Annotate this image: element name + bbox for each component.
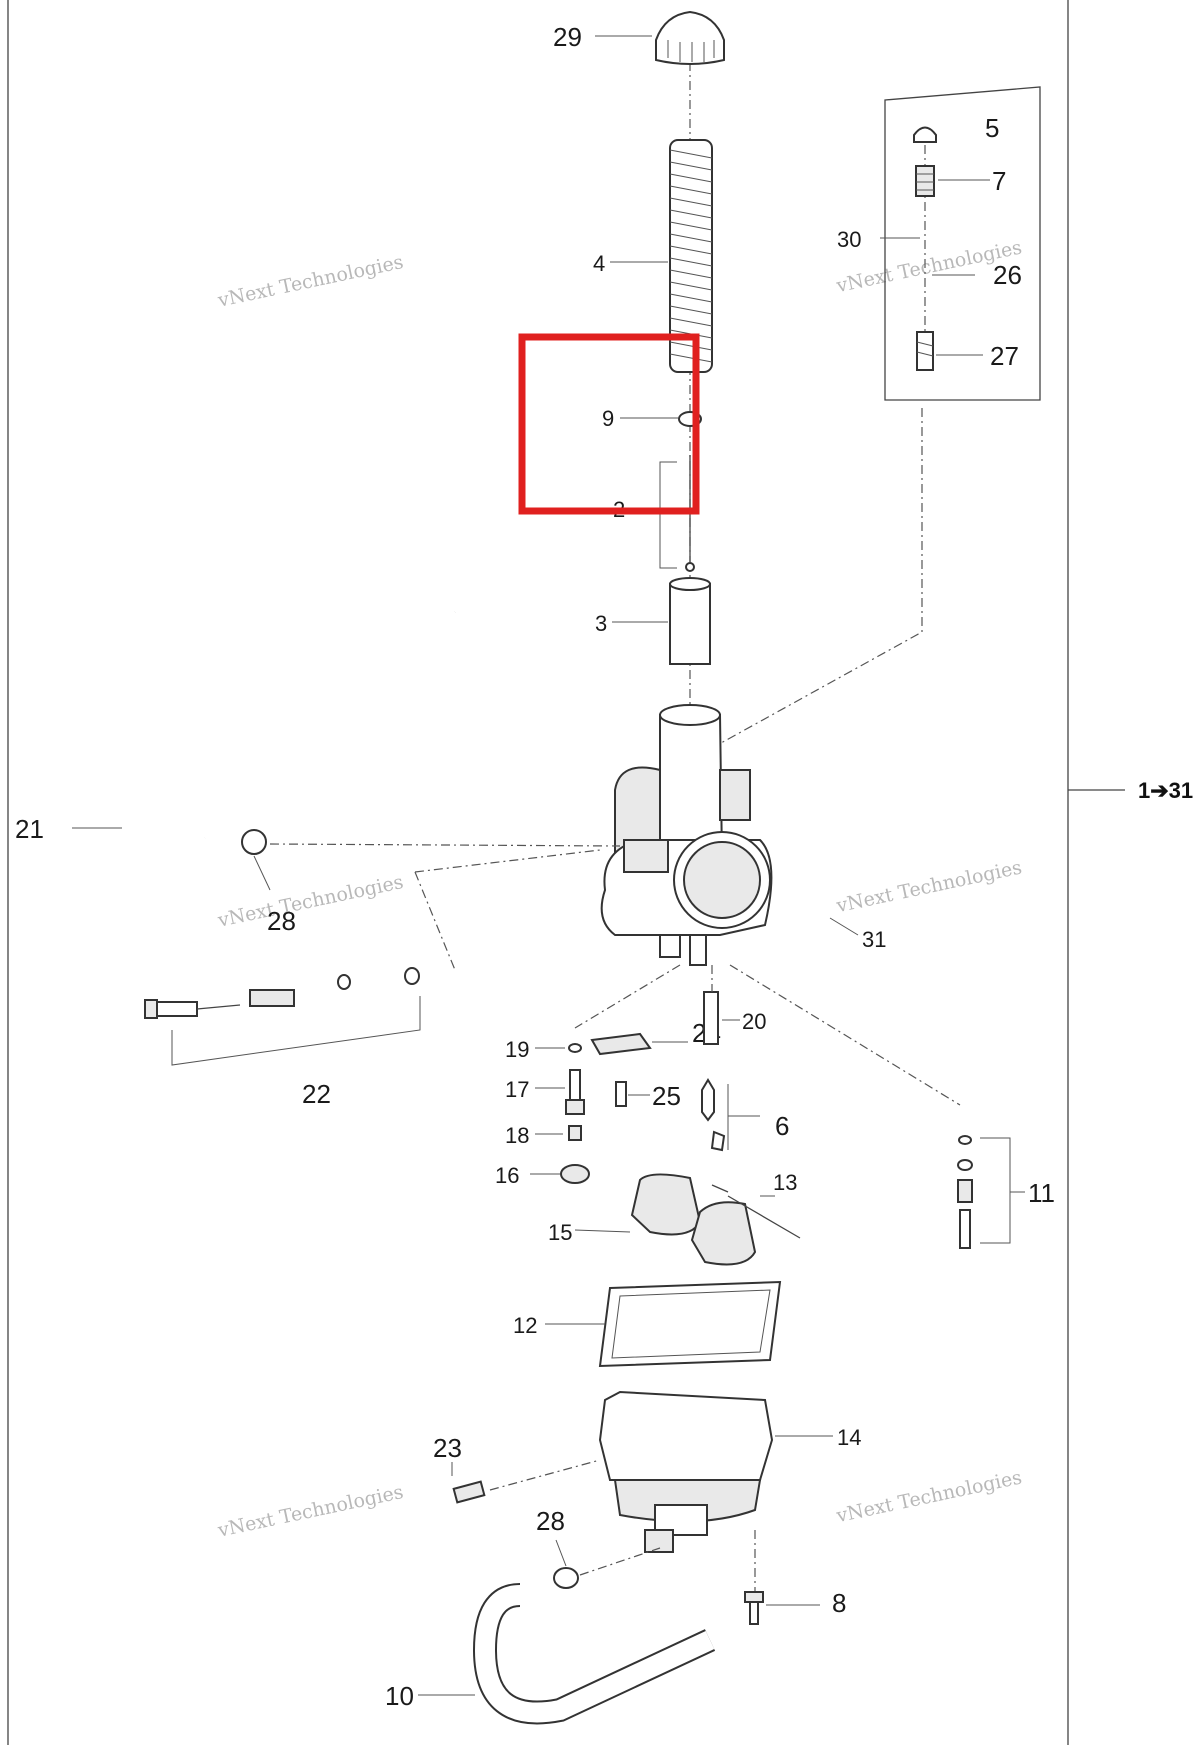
- part-drain-screw-23: [452, 1480, 486, 1504]
- callout-3: 3: [595, 611, 607, 636]
- part-pilot-screw-11: [957, 1135, 973, 1249]
- bracket-2: [659, 461, 677, 569]
- part-idle-screw-22: [144, 967, 420, 1019]
- watermark-1: vNext Technologies: [215, 251, 405, 312]
- idle-screw-link: [414, 849, 601, 971]
- part-float-bowl-14: [598, 1390, 774, 1553]
- bracket-6: [727, 1084, 760, 1150]
- part-spring: [669, 139, 713, 373]
- callout-18: 18: [505, 1123, 529, 1148]
- callout-9: 9: [602, 406, 614, 431]
- callout-11: 11: [1028, 1178, 1055, 1208]
- part-gasket-12-inner: [611, 1289, 771, 1359]
- part-jet-20: [703, 991, 719, 1045]
- part-jet-17: [565, 1069, 585, 1115]
- leader-15: [574, 1229, 631, 1233]
- part-float-pin-13: [727, 1195, 801, 1239]
- part-hose-10: [472, 1583, 716, 1725]
- link-body-jet: [574, 964, 681, 1029]
- bracket-22: [171, 996, 421, 1066]
- callout-14: 14: [837, 1425, 861, 1450]
- part-nut-16: [560, 1164, 590, 1184]
- part-screw-8: [744, 1591, 764, 1625]
- part-needle-27: [916, 331, 934, 371]
- part-float-15: [630, 1173, 757, 1266]
- callout-20: 20: [742, 1009, 766, 1034]
- leader-28-bottom: [555, 1539, 567, 1567]
- link-28-bottom: [579, 1547, 661, 1576]
- highlight-box: [518, 333, 700, 515]
- part-cap-5: [913, 126, 937, 143]
- leader-31: [829, 917, 859, 936]
- callout-28-bottom: 28: [536, 1506, 565, 1536]
- callout-4: 4: [593, 251, 605, 276]
- part-plate-24: [590, 1032, 652, 1056]
- link-body-11: [729, 964, 961, 1106]
- callout-23: 23: [433, 1433, 462, 1463]
- part-throttle-slide: [669, 577, 711, 665]
- part-clip-28-top: [241, 829, 267, 855]
- callout-31: 31: [862, 927, 886, 952]
- part-jet-18: [568, 1125, 582, 1141]
- subassembly-link: [711, 408, 923, 749]
- callout-25: 25: [652, 1081, 681, 1111]
- callout-15: 15: [548, 1220, 572, 1245]
- callout-22: 22: [302, 1079, 331, 1109]
- callout-13: 13: [773, 1170, 797, 1195]
- part-washer-19: [568, 1043, 582, 1053]
- watermark-6: vNext Technologies: [834, 1466, 1024, 1527]
- callout-27: 27: [990, 341, 1019, 371]
- part-needle-tip: [685, 562, 695, 572]
- part-gasket-12: [598, 1280, 782, 1368]
- part-screw-25: [615, 1081, 627, 1107]
- subassembly-box: [884, 86, 1041, 401]
- callout-30: 30: [837, 227, 861, 252]
- callout-6: 6: [775, 1111, 789, 1141]
- part-screw-7: [915, 165, 935, 197]
- callout-28-top: 28: [267, 906, 296, 936]
- callout-7: 7: [992, 166, 1006, 196]
- part-carburetor-body: [600, 704, 773, 966]
- callout-12: 12: [513, 1313, 537, 1338]
- callout-29: 29: [553, 22, 582, 52]
- callout-16: 16: [495, 1163, 519, 1188]
- link-23: [489, 1459, 601, 1491]
- watermark-5: vNext Technologies: [215, 1481, 405, 1542]
- callout-17: 17: [505, 1077, 529, 1102]
- callout-19: 19: [505, 1037, 529, 1062]
- hose-link: [269, 843, 621, 847]
- part-cap: [655, 10, 725, 65]
- reference-label: 1➔31: [1138, 778, 1193, 803]
- callout-21: 21: [15, 814, 44, 844]
- part-clip-28-bottom: [553, 1567, 579, 1589]
- part-hose-21: [127, 603, 461, 850]
- callout-8: 8: [832, 1588, 846, 1618]
- callout-10: 10: [385, 1681, 414, 1711]
- part-needle-valve-6: [701, 1078, 726, 1152]
- callout-5: 5: [985, 113, 999, 143]
- watermark-4: vNext Technologies: [834, 856, 1024, 917]
- watermark-3: vNext Technologies: [215, 871, 405, 932]
- bracket-11: [980, 1137, 1025, 1244]
- callout-26: 26: [993, 260, 1022, 290]
- leader-28-top: [253, 855, 271, 891]
